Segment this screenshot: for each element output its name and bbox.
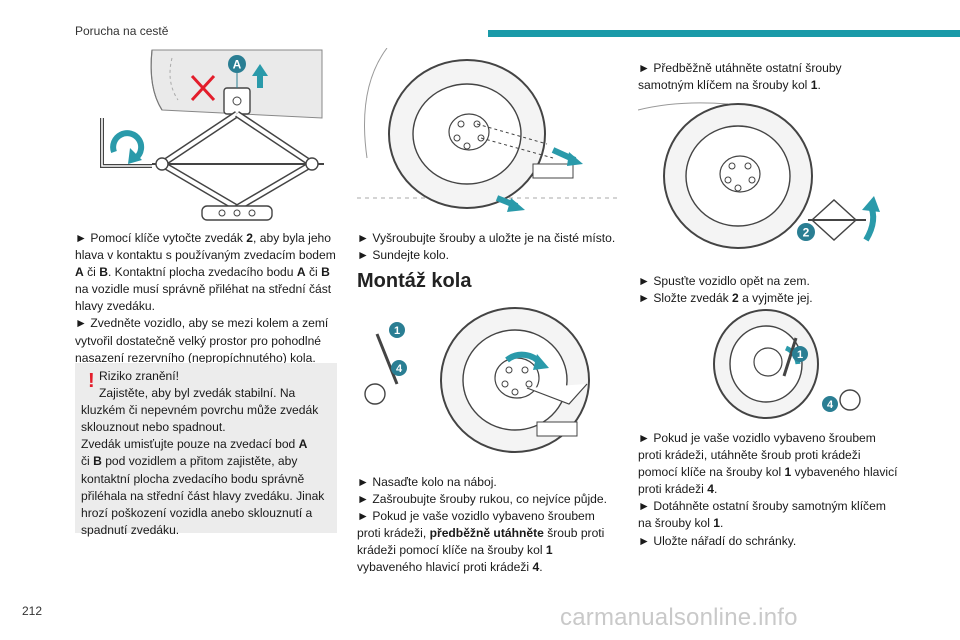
section-title-mount-wheel: Montáž kola	[357, 270, 472, 292]
wheel-removal-illustration	[357, 48, 619, 212]
paragraph-antitheft-pretighten: ► Pokud je vaše vozidlo vybaveno šroubem…	[357, 509, 605, 575]
paragraph-remove-wheel: ► Sundejte kolo.	[357, 248, 449, 263]
column-2-text-bottom: ► Nasaďte kolo na náboj. ► Zašroubujte š…	[357, 474, 619, 577]
warning-text: Riziko zranění! Zajistěte, aby byl zvedá…	[81, 369, 325, 537]
lower-vehicle-illustration: 2	[638, 102, 880, 249]
antitheft-tighten-illustration: 1 4	[713, 309, 861, 419]
callout-1: 1	[797, 349, 803, 361]
running-header: Porucha na cestě	[75, 24, 169, 38]
warning-icon: !	[88, 370, 95, 392]
paragraph-antitheft-tighten: ► Pokud je vaše vozidlo vybaveno šroubem…	[638, 431, 898, 497]
callout-4: 4	[827, 399, 834, 411]
paragraph-fold-jack: ► Složte zvedák 2 a vyjměte jej.	[638, 291, 813, 306]
callout-2: 2	[803, 226, 810, 240]
callout-4: 4	[396, 363, 403, 375]
jack-illustration: A	[100, 49, 324, 221]
paragraph-raise-jack: ► Pomocí klíče vytočte zvedák 2, aby byl…	[75, 231, 336, 314]
watermark: carmanualsonline.info	[560, 604, 798, 631]
paragraph-final-tighten: ► Dotáhněte ostatní šrouby samotným klíč…	[638, 499, 886, 531]
header-accent-bar	[488, 30, 960, 37]
callout-1: 1	[394, 325, 400, 337]
column-3-text-middle: ► Spusťte vozidlo opět na zem. ► Složte …	[638, 273, 900, 307]
column-3-text-top: ► Předběžně utáhněte ostatní šrouby samo…	[638, 60, 900, 94]
callout-a: A	[233, 58, 242, 72]
paragraph-store-tools: ► Uložte nářadí do schránky.	[638, 533, 797, 548]
paragraph-lower-vehicle: ► Spusťte vozidlo opět na zem.	[638, 274, 810, 288]
wheel-mount-illustration: 1 4	[364, 307, 590, 453]
page-number: 212	[22, 604, 43, 618]
column-3-text-bottom: ► Pokud je vaše vozidlo vybaveno šroubem…	[638, 430, 900, 550]
warning-box: ! Riziko zranění! Zajistěte, aby byl zve…	[75, 363, 337, 537]
paragraph-place-wheel: ► Nasaďte kolo na náboj.	[357, 475, 497, 489]
paragraph-lift-vehicle: ► Zvedněte vozidlo, aby se mezi kolem a …	[75, 316, 329, 365]
column-1-text: ► Pomocí klíče vytočte zvedák 2, aby byl…	[75, 230, 337, 367]
column-2-text-top: ► Vyšroubujte šrouby a uložte je na čist…	[357, 230, 619, 264]
paragraph-pretighten-others: ► Předběžně utáhněte ostatní šrouby samo…	[638, 61, 842, 93]
paragraph-hand-tighten: ► Zašroubujte šrouby rukou, co nejvíce p…	[357, 492, 607, 507]
paragraph-unscrew: ► Vyšroubujte šrouby a uložte je na čist…	[357, 231, 616, 245]
